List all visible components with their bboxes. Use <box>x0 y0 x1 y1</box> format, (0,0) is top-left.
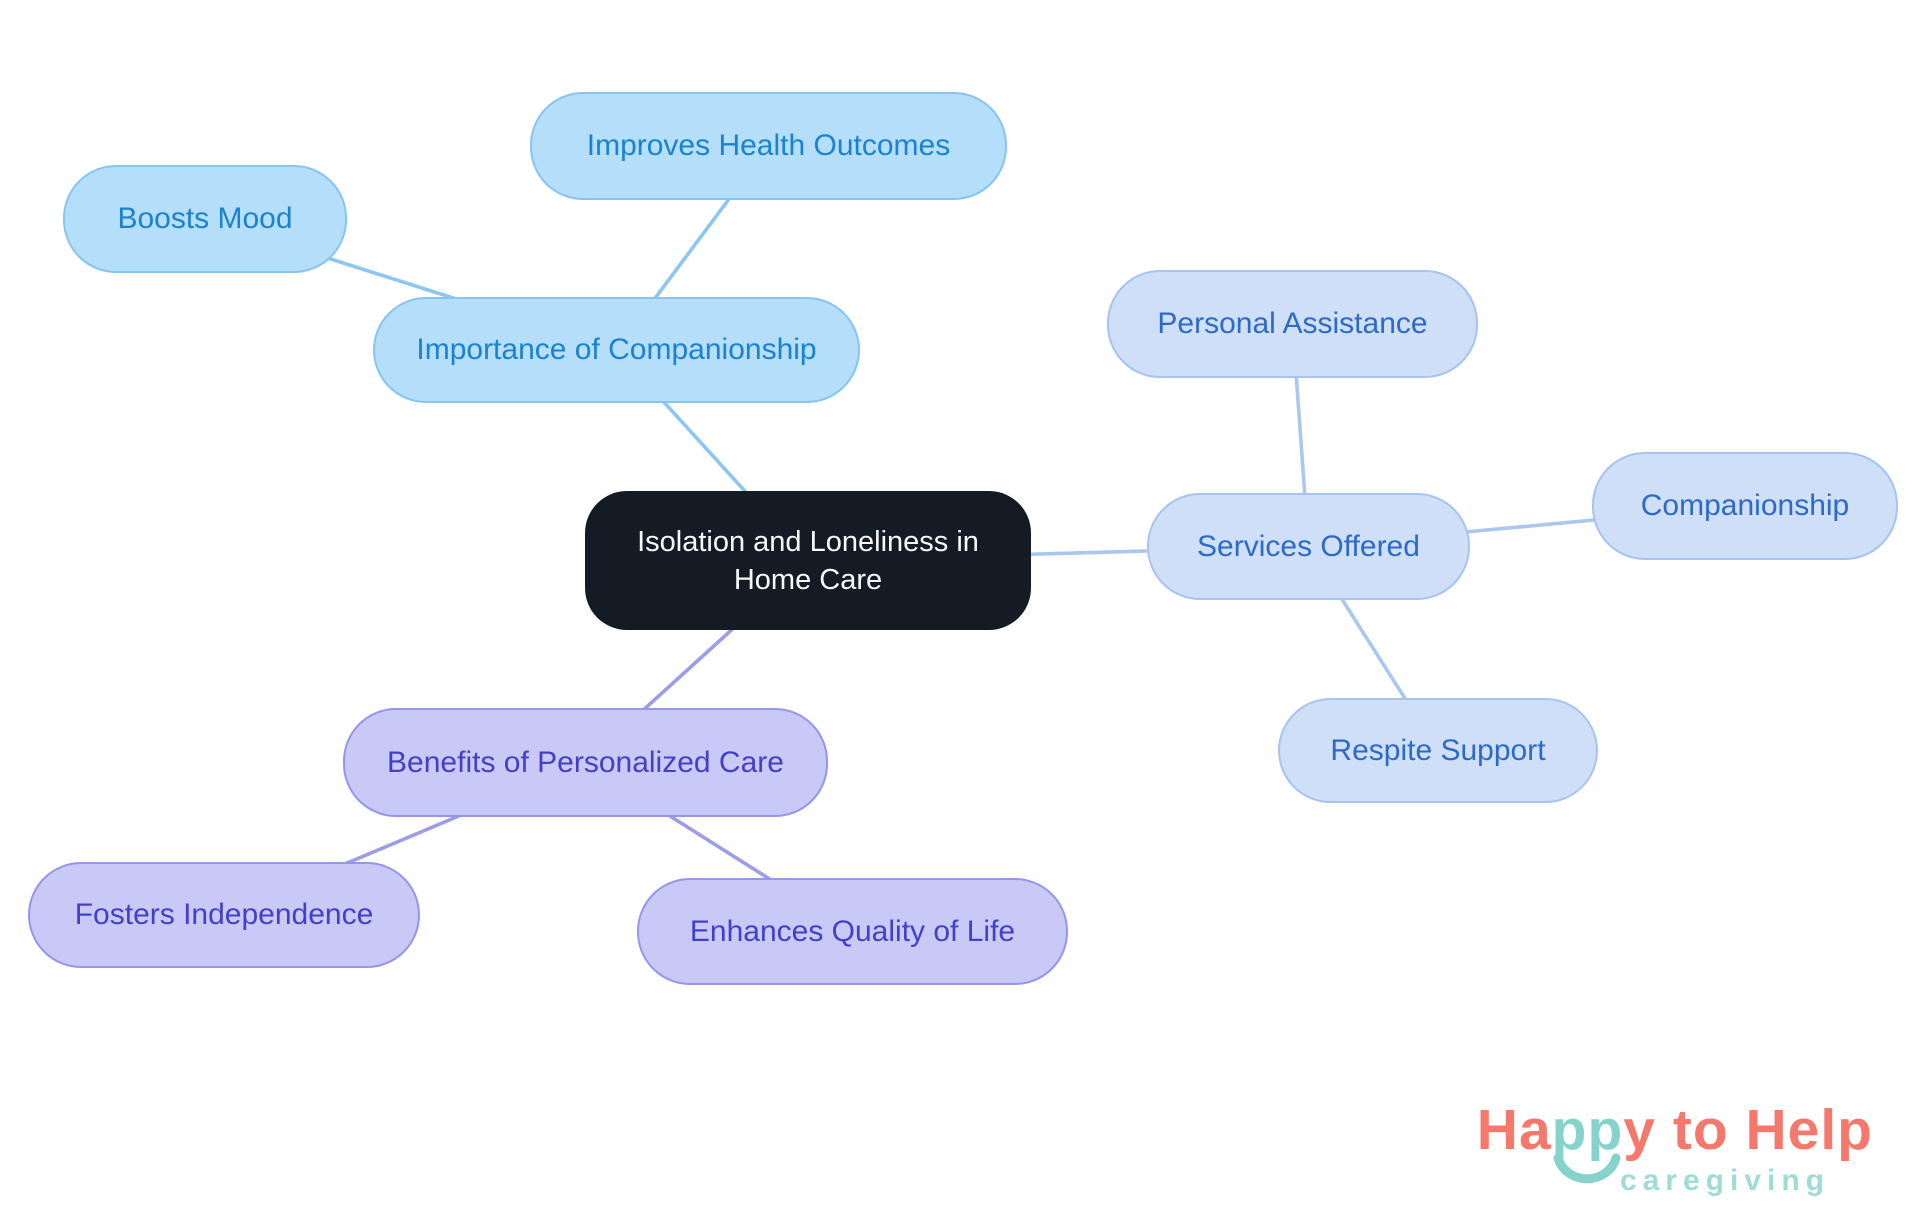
node-label: Importance of Companionship <box>416 333 817 366</box>
node-label: Improves Health Outcomes <box>586 129 951 162</box>
node-label: Services Offered <box>1197 529 1420 563</box>
logo-part-ha: Ha <box>1476 1098 1552 1162</box>
node-label: Companionship <box>1640 489 1850 522</box>
node-enhances-quality-of-life: Enhances Quality of Life <box>637 878 1068 985</box>
node-personal-assistance: Personal Assistance <box>1107 270 1478 378</box>
node-label: Personal Assistance <box>1157 307 1428 340</box>
node-respite-support: Respite Support <box>1278 698 1598 803</box>
smile-icon <box>1553 1153 1621 1184</box>
node-fosters-independence: Fosters Independence <box>28 862 420 968</box>
logo-pp-text: pp <box>1551 1098 1624 1162</box>
node-improves-health-outcomes: Improves Health Outcomes <box>530 92 1007 200</box>
node-label: Boosts Mood <box>117 202 293 235</box>
logo-part-pp: pp <box>1551 1098 1624 1184</box>
logo-tagline: caregiving <box>1619 1164 1830 1197</box>
node-benefits-of-personalized-care: Benefits of Personalized Care <box>343 708 828 817</box>
node-importance-of-companionship: Importance of Companionship <box>373 297 860 403</box>
node-label: Enhances Quality of Life <box>689 914 1016 948</box>
node-label: Respite Support <box>1330 733 1546 767</box>
node-boosts-mood: Boosts Mood <box>63 165 347 273</box>
node-companionship: Companionship <box>1592 452 1898 560</box>
node-label: Fosters Independence <box>74 898 374 931</box>
logo-part-rest: y to Help <box>1623 1098 1873 1162</box>
node-root-label: Isolation and Loneliness in Home Care <box>637 525 979 596</box>
node-label: Benefits of Personalized Care <box>387 745 784 779</box>
node-services-offered: Services Offered <box>1147 493 1470 600</box>
node-root: Isolation and Loneliness in Home Care <box>585 491 1031 630</box>
